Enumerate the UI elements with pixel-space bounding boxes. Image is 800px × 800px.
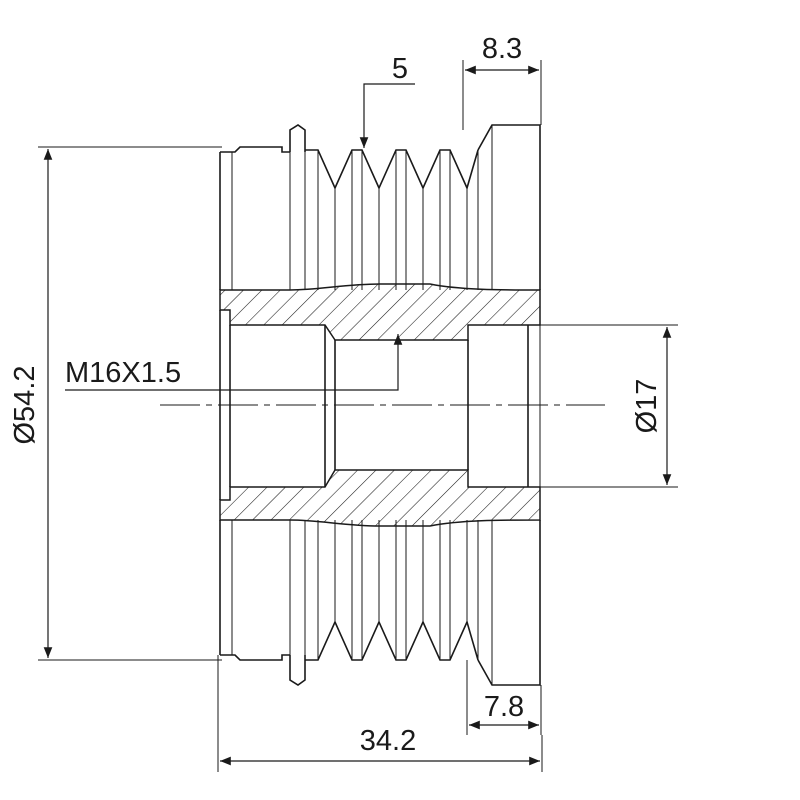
v-grooves-bottom <box>305 520 479 661</box>
section-hatch-bottom <box>219 469 541 527</box>
thread-label: M16X1.5 <box>65 357 181 389</box>
outer-diameter-label: Ø54.2 <box>9 366 41 445</box>
bore-diameter-label: Ø17 <box>631 379 663 434</box>
rear-width-label: 7.8 <box>484 691 524 723</box>
groove-pitch-label: 5 <box>392 53 408 85</box>
section-hatch-top <box>219 283 541 341</box>
dimension-overall-length: 34.2 <box>217 655 543 772</box>
overall-length-label: 34.2 <box>360 725 416 757</box>
dimension-outer-diameter: Ø54.2 <box>9 146 222 661</box>
dimension-groove-pitch: 5 <box>359 53 415 148</box>
pulley-body <box>219 124 541 686</box>
dimension-rear-width: 7.8 <box>466 660 542 735</box>
dimension-right-flange: 8.3 <box>462 33 542 130</box>
right-flange-label: 8.3 <box>482 33 522 65</box>
v-grooves-top <box>305 149 479 290</box>
thread-callout: M16X1.5 <box>65 334 403 391</box>
dimension-bore-diameter: Ø17 <box>528 324 678 488</box>
